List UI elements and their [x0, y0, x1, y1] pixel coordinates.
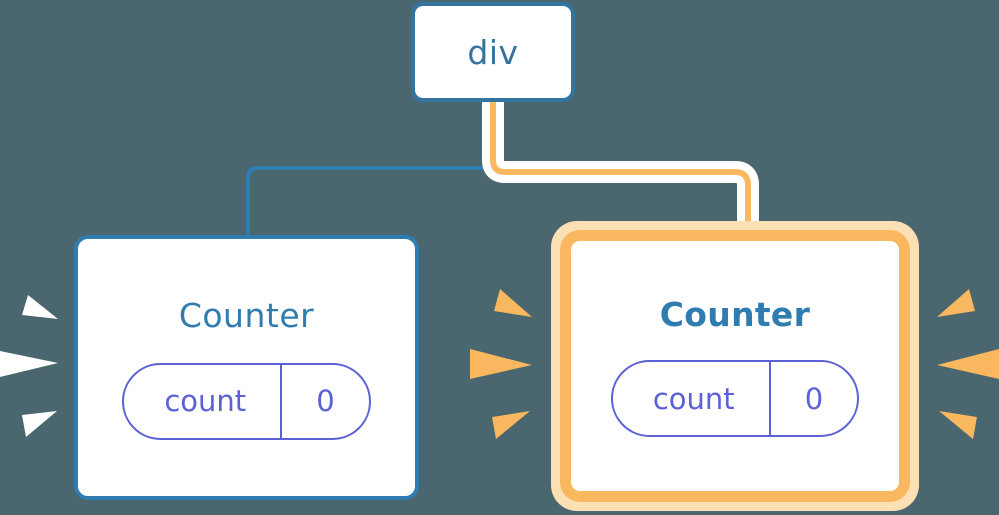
node-counter-right[interactable]: Counter count 0 — [551, 221, 919, 511]
node-counter-right-label: Counter — [659, 295, 811, 334]
edge-div-to-counter-left — [246, 98, 495, 239]
node-counter-left-label: Counter — [178, 295, 315, 335]
prop-pill-counter-left: count 0 — [122, 362, 371, 440]
spark-ray-icon — [492, 411, 530, 439]
spark-ray-icon — [494, 289, 532, 317]
node-div-label: div — [467, 32, 519, 72]
spark-group-counter-right-right — [933, 279, 999, 447]
spark-group-counter-left-left — [0, 283, 62, 448]
prop-pill-counter-right: count 0 — [610, 360, 860, 437]
prop-key: count — [652, 381, 735, 416]
highlight-ring: Counter count 0 — [560, 230, 910, 502]
node-counter-left[interactable]: Counter count 0 — [74, 235, 419, 500]
node-div[interactable]: div — [411, 2, 575, 102]
prop-key: count — [164, 384, 247, 418]
edge-div-to-counter-right — [490, 97, 751, 243]
prop-value: 0 — [768, 362, 857, 435]
spark-ray-icon — [937, 349, 999, 379]
spark-ray-icon — [470, 349, 532, 379]
spark-group-counter-right-left — [470, 279, 536, 447]
spark-ray-icon — [0, 351, 58, 377]
spark-ray-icon — [937, 289, 975, 317]
spark-ray-icon — [22, 295, 58, 319]
spark-ray-icon — [939, 411, 977, 439]
spark-ray-icon — [22, 411, 57, 437]
prop-value: 0 — [280, 364, 368, 438]
